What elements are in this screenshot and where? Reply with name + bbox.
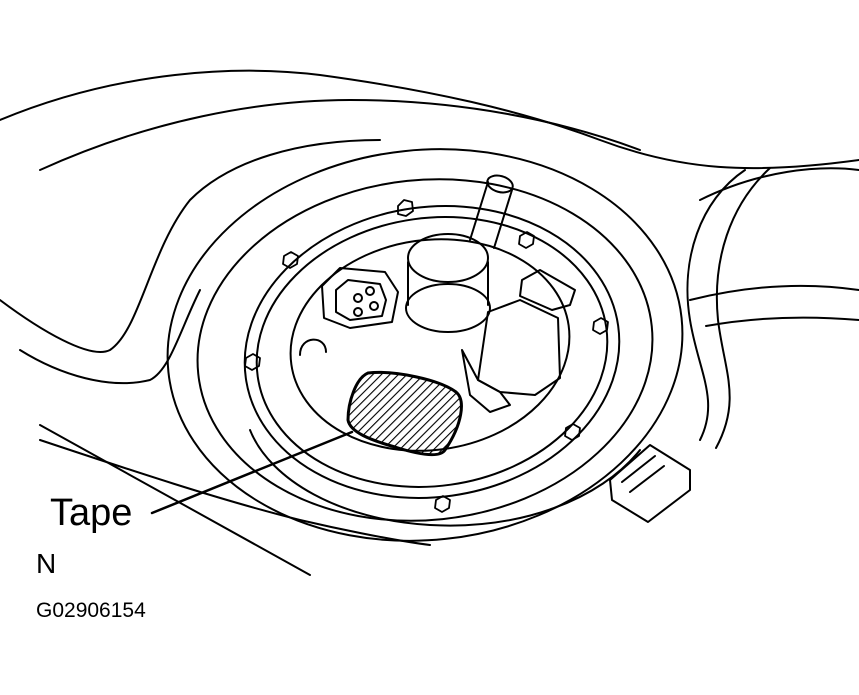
access-hole-inner xyxy=(196,178,654,522)
connector-pins xyxy=(353,286,379,317)
floor-outline-outer xyxy=(0,69,859,170)
pump-cap-top xyxy=(407,233,489,283)
small-wire-loop xyxy=(299,338,327,356)
left-connector-inner xyxy=(335,279,387,321)
floor-lower-edge xyxy=(39,424,311,576)
figure-id: G02906154 xyxy=(36,599,146,622)
floor-left-swoop-inner xyxy=(19,289,201,385)
tape-leader-line xyxy=(150,430,354,515)
pump-cap-base xyxy=(405,283,491,333)
tape-patch xyxy=(346,370,463,457)
access-hole-outer xyxy=(166,148,684,542)
left-connector xyxy=(321,267,399,329)
floor-lower-edge-2 xyxy=(39,439,431,546)
right-sender-unit xyxy=(477,299,561,396)
floor-outline-mid xyxy=(39,99,641,171)
harness-connector xyxy=(609,444,691,523)
right-sender-base xyxy=(461,349,511,413)
mounting-flange-inner xyxy=(255,216,609,488)
wire-harness-branch xyxy=(689,284,859,327)
pump-cap-body xyxy=(407,261,489,306)
right-connector-plug xyxy=(519,269,576,311)
access-hole-lip xyxy=(249,429,641,527)
north-label: N xyxy=(36,548,57,579)
fuel-pipe xyxy=(469,181,513,249)
floor-left-swoop xyxy=(0,139,381,353)
wire-harness xyxy=(686,167,771,449)
tape-label: Tape xyxy=(50,492,133,534)
fuel-pipe-end xyxy=(486,174,514,194)
harness-connector-detail xyxy=(621,455,665,493)
floor-right-curve xyxy=(699,167,859,201)
flange-bolts xyxy=(244,199,609,513)
